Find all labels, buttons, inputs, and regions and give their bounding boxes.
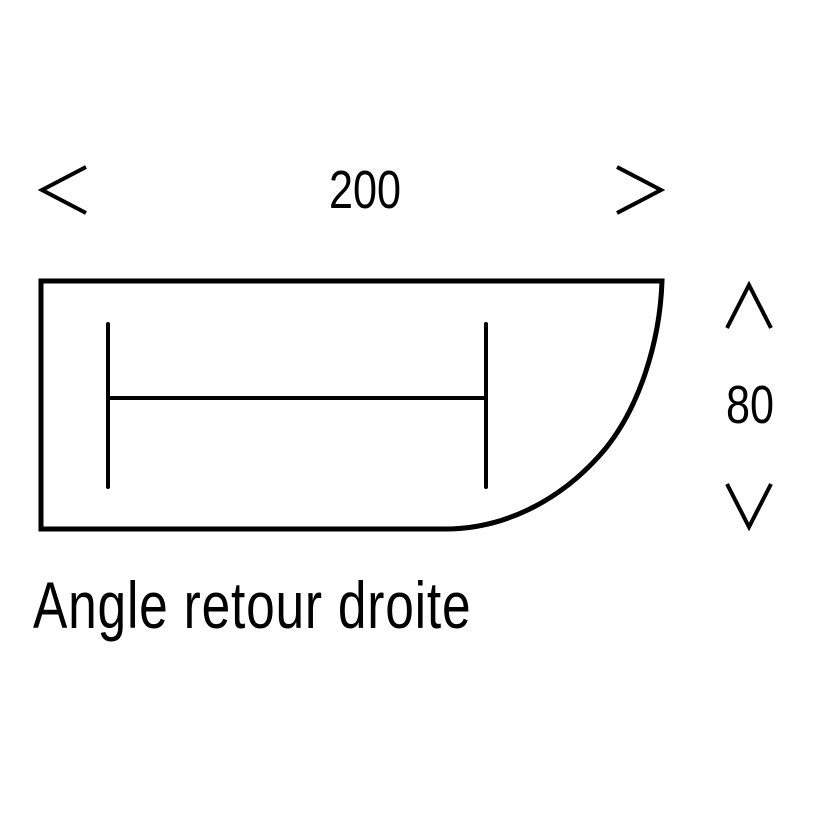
chevron-up-icon: [725, 280, 773, 329]
table-base-frame: [106, 322, 488, 489]
table-top-outline: [38, 278, 665, 532]
diagram-caption: Angle retour droite: [33, 568, 472, 642]
height-dimension-label: 80: [725, 375, 775, 435]
chevron-right-icon: [616, 165, 666, 215]
width-dimension-label: 200: [328, 160, 402, 220]
chevron-left-icon: [37, 165, 87, 215]
chevron-down-icon: [725, 483, 773, 532]
